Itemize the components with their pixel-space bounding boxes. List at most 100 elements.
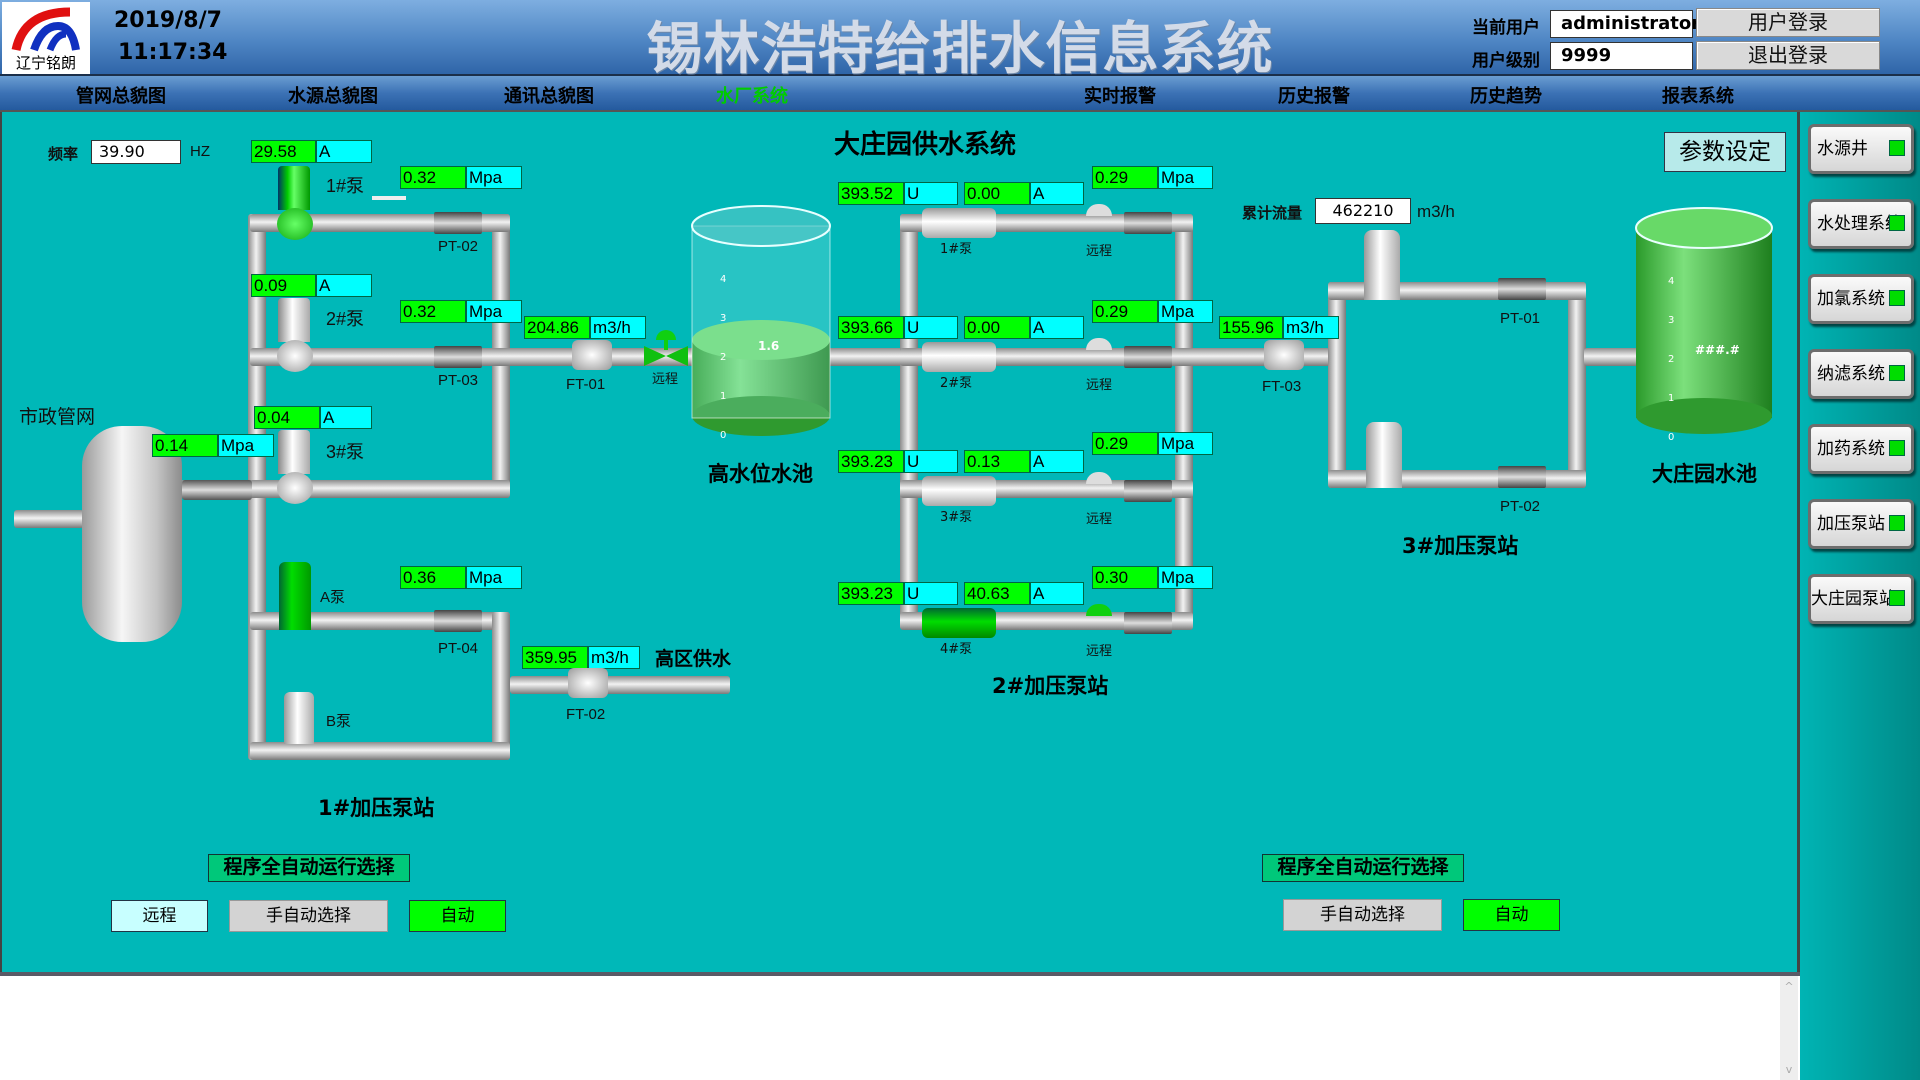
scale-tick-3: 3 [1668, 315, 1675, 326]
pt03-value: 0.32 [400, 300, 466, 323]
nav-item-pipe-network[interactable]: 管网总貌图 [76, 86, 166, 107]
s2-pump-pressure-value: 0.29 [1092, 300, 1158, 323]
logo-text: 辽宁铭朗 [15, 54, 76, 72]
event-log-panel[interactable] [0, 972, 1800, 1080]
pipe-pump3 [180, 480, 510, 498]
s2-remote-valve-icon[interactable] [1086, 472, 1112, 484]
scale-tick-3: 3 [720, 313, 727, 324]
current-user-field: administrator [1550, 10, 1700, 38]
s3-pt01-gauge-icon [1498, 278, 1546, 300]
ft03-value: 155.96 [1219, 316, 1283, 339]
status-led-icon [1889, 215, 1905, 231]
ft03-unit: m3/h [1283, 316, 1339, 339]
nav-item-history-trend[interactable]: 历史趋势 [1470, 86, 1542, 107]
status-led-icon [1889, 440, 1905, 456]
manual-auto-button-right[interactable]: 手自动选择 [1283, 899, 1442, 931]
s2-remote-valve-label: 远程 [1086, 512, 1113, 527]
s2-pump-voltage-unit: U [904, 450, 958, 473]
pt04-value: 0.36 [400, 566, 466, 589]
s2-remote-valve-label: 远程 [1086, 378, 1113, 393]
s2-pump-current-unit: A [1030, 182, 1084, 205]
manual-auto-button-left[interactable]: 手自动选择 [229, 900, 388, 932]
freq-label: 频率 [48, 146, 79, 163]
scroll-down-icon[interactable]: v [1785, 1063, 1793, 1076]
s2-pump-pressure-value: 0.29 [1092, 166, 1158, 189]
remote-button-left[interactable]: 远程 [111, 900, 208, 932]
station3-title: 3#加压泵站 [1402, 534, 1519, 558]
s2-pump-current-unit: A [1030, 450, 1084, 473]
pump2-motor-icon [278, 298, 310, 342]
s2-remote-valve-icon[interactable] [1086, 338, 1112, 350]
sidebar-item-dzy-pump-station[interactable]: 大庄园泵站 [1808, 574, 1914, 624]
s2-pump-motor-icon [922, 342, 996, 372]
nav-item-comms[interactable]: 通讯总貌图 [504, 86, 594, 107]
high-tank-label: 高水位水池 [708, 462, 813, 486]
s2-pump-current-unit: A [1030, 316, 1084, 339]
s2-pump-label: 3#泵 [940, 510, 973, 525]
municipal-pressure-unit: Mpa [218, 434, 274, 457]
s2-pump-voltage-value: 393.23 [838, 582, 904, 605]
s2-pressure-gauge-icon [1124, 480, 1172, 502]
logout-button[interactable]: 退出登录 [1696, 41, 1880, 70]
high-tank-scale: 4 3 2 1 0 [720, 260, 726, 455]
scale-tick-1: 1 [1668, 393, 1675, 404]
pipe-tank-out [825, 348, 915, 366]
status-led-icon [1889, 590, 1905, 606]
s2-pump-current-value: 0.13 [964, 450, 1030, 473]
station2-right-pipe [1175, 214, 1193, 626]
s2-pressure-gauge-icon [1124, 612, 1172, 634]
s2-remote-valve-label: 远程 [1086, 644, 1113, 659]
auto-button-left[interactable]: 自动 [409, 900, 506, 932]
sidebar-item-chlorination[interactable]: 加氯系统 [1808, 274, 1914, 324]
nav-item-water-source[interactable]: 水源总貌图 [288, 86, 378, 107]
auto-button-right[interactable]: 自动 [1463, 899, 1560, 931]
auto-run-select-left: 程序全自动运行选择 [208, 854, 410, 882]
ft02-value: 359.95 [522, 646, 588, 669]
sidebar-item-booster-station[interactable]: 加压泵站 [1808, 499, 1914, 549]
s2-pump-voltage-value: 393.66 [838, 316, 904, 339]
sidebar-item-water-treatment[interactable]: 水处理系统 [1808, 199, 1914, 249]
nav-item-history-alarm[interactable]: 历史报警 [1278, 86, 1350, 107]
pt02-unit: Mpa [466, 166, 522, 189]
s3-pump-bottom-icon [1366, 422, 1402, 488]
s2-pressure-gauge-icon [1124, 212, 1172, 234]
param-settings-button[interactable]: 参数设定 [1664, 132, 1786, 172]
ft01-value: 204.86 [524, 316, 590, 339]
station1-title: 1#加压泵站 [318, 796, 435, 820]
sidebar-item-water-source-well[interactable]: 水源井 [1808, 124, 1914, 174]
s2-remote-valve-icon[interactable] [1086, 204, 1112, 216]
s2-pump-motor-icon [922, 476, 996, 506]
sidebar-item-label: 水处理系统 [1817, 214, 1902, 234]
nav-item-water-plant[interactable]: 水厂系统 [716, 86, 788, 107]
s2-pump-pressure-unit: Mpa [1158, 300, 1213, 323]
s2-pump-pressure-unit: Mpa [1158, 432, 1213, 455]
main-nav: 管网总貌图 水源总貌图 通讯总貌图 水厂系统 实时报警 历史报警 历史趋势 报表… [0, 76, 1920, 112]
ft01-unit: m3/h [590, 316, 646, 339]
s2-pump-voltage-value: 393.23 [838, 450, 904, 473]
sidebar-item-dosing[interactable]: 加药系统 [1808, 424, 1914, 474]
s2-pump-voltage-unit: U [904, 182, 958, 205]
cumulative-flow-unit: m3/h [1417, 202, 1455, 221]
pump-a-label: A泵 [320, 589, 346, 606]
log-scrollbar[interactable]: ^ v [1780, 976, 1798, 1080]
user-level-field: 9999 [1550, 42, 1693, 70]
s2-remote-valve-icon[interactable] [1086, 604, 1112, 616]
nav-item-reports[interactable]: 报表系统 [1662, 86, 1734, 107]
pump2-body-icon [277, 340, 313, 372]
login-button[interactable]: 用户登录 [1696, 8, 1880, 37]
s2-pump-pressure-value: 0.29 [1092, 432, 1158, 455]
station2-left-pipe [900, 214, 918, 626]
station3-left-pipe [1328, 282, 1346, 488]
header-bar: 辽宁铭朗 2019/8/7 11:17:34 锡林浩特给排水信息系统 当前用户 … [0, 0, 1920, 82]
scroll-up-icon[interactable]: ^ [1784, 980, 1794, 993]
pt03-gauge-icon [434, 346, 482, 368]
s2-pump-current-value: 0.00 [964, 316, 1030, 339]
freq-input[interactable]: 39.90 [91, 140, 181, 164]
sidebar-item-nanofiltration[interactable]: 纳滤系统 [1808, 349, 1914, 399]
remote-valve-icon[interactable] [642, 326, 690, 366]
nav-item-realtime-alarm[interactable]: 实时报警 [1084, 86, 1156, 107]
cumulative-flow-label: 累计流量 [1242, 205, 1303, 222]
app-title: 锡林浩特给排水信息系统 [646, 17, 1274, 82]
time-display: 11:17:34 [118, 40, 228, 65]
s2-pump-voltage-value: 393.52 [838, 182, 904, 205]
